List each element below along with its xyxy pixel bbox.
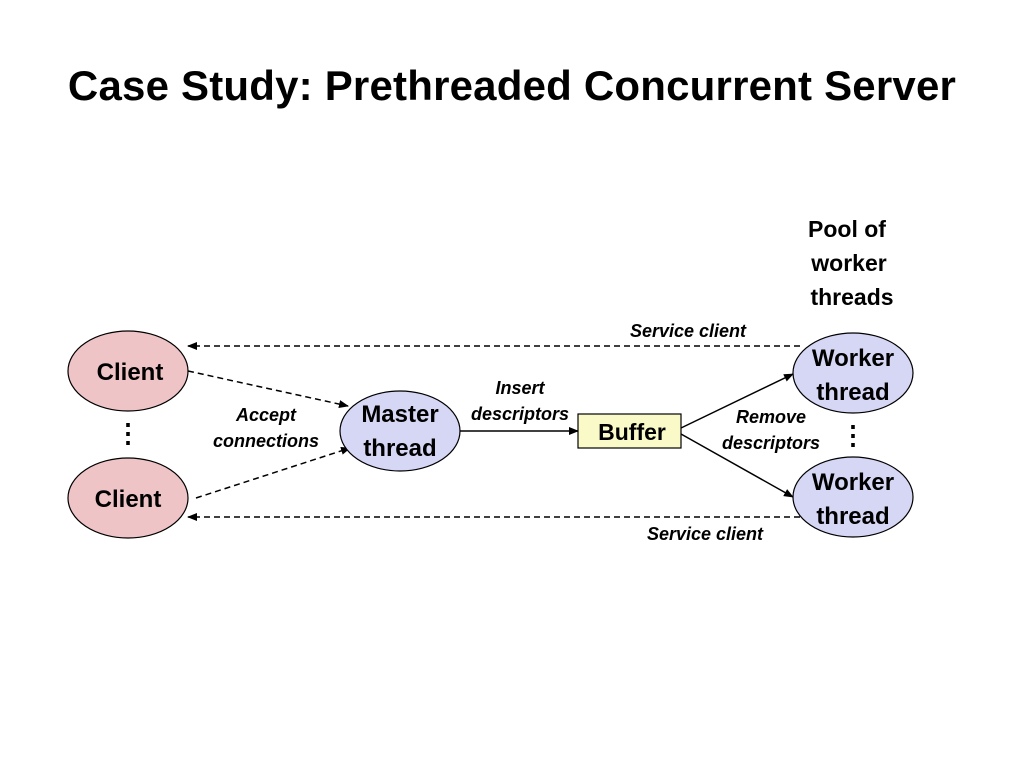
worker-ellipsis: ⋮	[840, 420, 866, 450]
accept-label-line1: Accept	[235, 405, 297, 425]
pool-label-line3: threads	[810, 284, 893, 310]
remove-label-line2: descriptors	[722, 433, 820, 453]
remove-bottom-arrow	[680, 433, 794, 498]
buffer-node: Buffer	[577, 413, 682, 449]
worker-bottom-label-line1: Worker	[812, 469, 894, 496]
remove-top-arrow	[680, 373, 794, 429]
service-client-bottom-label: Service client	[647, 524, 764, 544]
master-label-line2: thread	[363, 435, 436, 462]
master-label-line1: Master	[361, 401, 438, 428]
client-bottom-label: Client	[95, 486, 162, 513]
pool-label: Pool of worker threads	[808, 216, 894, 310]
service-client-top-label: Service client	[630, 321, 747, 341]
insert-label-line1: Insert	[495, 378, 545, 398]
client-ellipsis: ⋮	[115, 418, 141, 448]
remove-label-line1: Remove	[736, 407, 806, 427]
client-top-label: Client	[97, 359, 164, 386]
buffer-label: Buffer	[598, 419, 666, 445]
worker-bottom-node: Worker thread	[792, 456, 914, 538]
client-top-node: Client	[67, 330, 189, 412]
client-bottom-node: Client	[67, 457, 189, 539]
pool-label-line1: Pool of	[808, 216, 886, 242]
pool-label-line2: worker	[810, 250, 886, 276]
page-title: Case Study: Prethreaded Concurrent Serve…	[67, 62, 957, 109]
accept-top-arrow	[187, 370, 349, 408]
worker-bottom-label-line2: thread	[816, 503, 889, 530]
accept-label-line2: connections	[213, 431, 319, 451]
worker-top-label-line1: Worker	[812, 345, 894, 372]
worker-top-label-line2: thread	[816, 379, 889, 406]
accept-bottom-arrow	[195, 446, 351, 499]
insert-label-line2: descriptors	[471, 404, 569, 424]
master-thread-node: Master thread	[339, 390, 461, 472]
worker-top-node: Worker thread	[792, 332, 914, 414]
